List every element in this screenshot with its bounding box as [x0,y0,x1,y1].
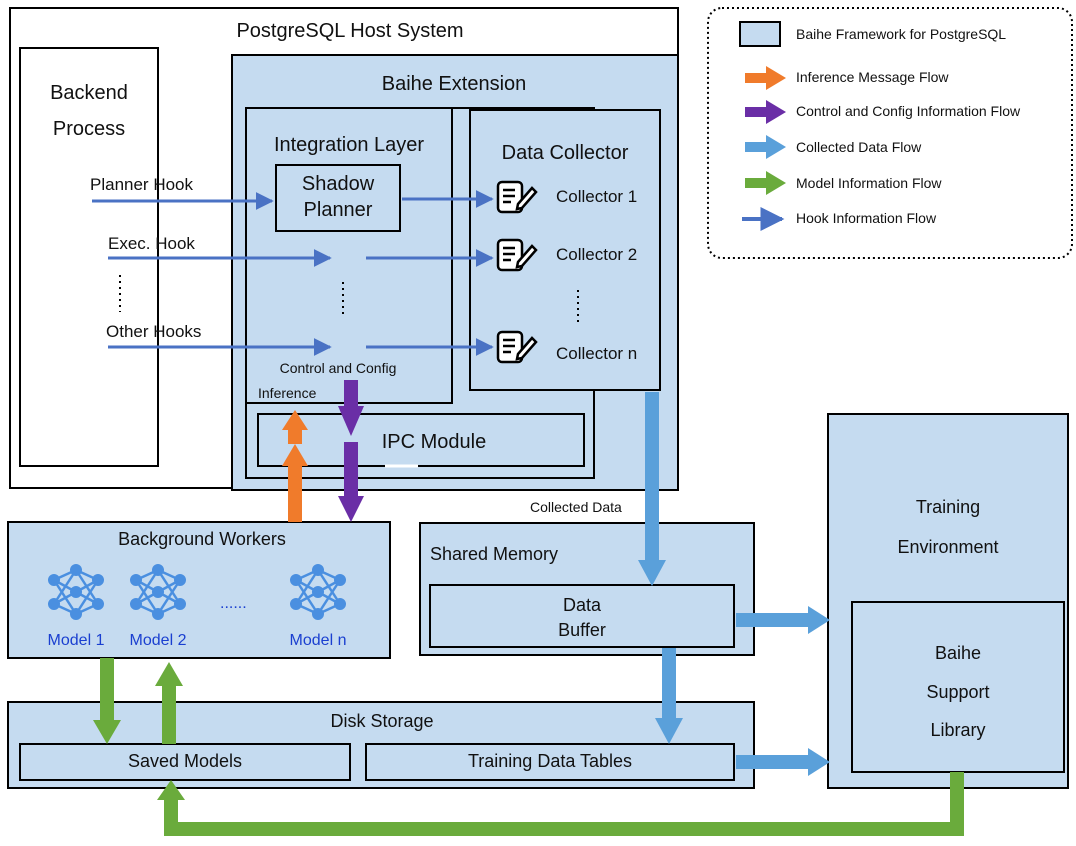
legend-label-control: Control and Config Information Flow [796,103,1021,119]
legend-purple-arrow [745,100,786,124]
model-label-n: Model n [289,632,347,649]
collected-data-label: Collected Data [530,499,622,515]
control-arrows [338,380,364,522]
legend-orange-arrow [745,66,786,90]
legend-box-swatch [739,21,781,47]
backend-line1: Backend [50,82,128,104]
disk-title: Disk Storage [330,711,434,731]
hook-planner-label: Planner Hook [90,175,194,194]
control-config-label: Control and Config [279,360,397,376]
legend-frame [707,7,1073,259]
hook-exec-label: Exec. Hook [108,234,195,253]
models-ellipsis: ...... [220,595,247,612]
training-env-line2: Environment [897,537,999,557]
collector-item-2: Collector 2 [556,245,638,264]
collector-item-n: Collector n [556,344,638,363]
model-info-arrows [93,658,964,836]
model-label-2: Model 2 [129,632,187,649]
legend-label-model: Model Information Flow [796,175,942,191]
collector-item-1: Collector 1 [556,187,638,206]
ipc-label: IPC Module [381,431,487,453]
collector-icon-1 [496,180,538,214]
buffer-line2: Buffer [558,620,606,640]
hook-arrows [92,190,494,356]
shadow-line1: Shadow [301,173,375,195]
data-buffer-box [429,584,735,648]
shared-memory-title: Shared Memory [430,544,559,564]
background-title: Background Workers [118,529,286,549]
hook-other-label: Other Hooks [106,322,202,341]
inference-arrows [282,410,308,522]
shadow-line2: Planner [303,199,373,221]
inference-label: Inference [258,385,317,401]
integration-title: Integration Layer [273,134,425,156]
saved-models-label: Saved Models [127,751,243,771]
host-title: PostgreSQL Host System [236,20,464,42]
support-lib-line1: Baihe [934,643,982,663]
collector-title: Data Collector [501,142,629,164]
collector-icon-n [496,330,538,364]
legend-green-arrow [745,171,786,195]
training-tables-box [365,743,735,781]
legend-label-inference: Inference Message Flow [796,69,949,85]
legend-label-box: Baihe Framework for PostgreSQL [796,26,1007,42]
extension-title: Baihe Extension [381,73,527,95]
legend-lightblue-arrow [745,135,786,159]
collected-data-arrows [638,392,830,776]
neural-network-icon-2 [130,564,186,620]
ipc-module-box [257,413,585,467]
backend-line2: Process [52,118,126,140]
support-lib-line3: Library [930,720,986,740]
saved-models-box [19,743,351,781]
model-icons [48,564,346,620]
support-library-box [851,601,1065,773]
integration-layer-inner [245,107,453,404]
shadow-planner-box [275,164,401,232]
neural-network-icon-n [290,564,346,620]
buffer-line1: Data [562,595,602,615]
collector-icon-2 [496,238,538,272]
legend-label-collected: Collected Data Flow [796,139,922,155]
legend-label-hook: Hook Information Flow [796,210,937,226]
training-tables-label: Training Data Tables [467,751,633,771]
training-env-line1: Training [915,497,981,517]
neural-network-icon-1 [48,564,104,620]
support-lib-line2: Support [926,682,990,702]
model-label-1: Model 1 [47,632,105,649]
